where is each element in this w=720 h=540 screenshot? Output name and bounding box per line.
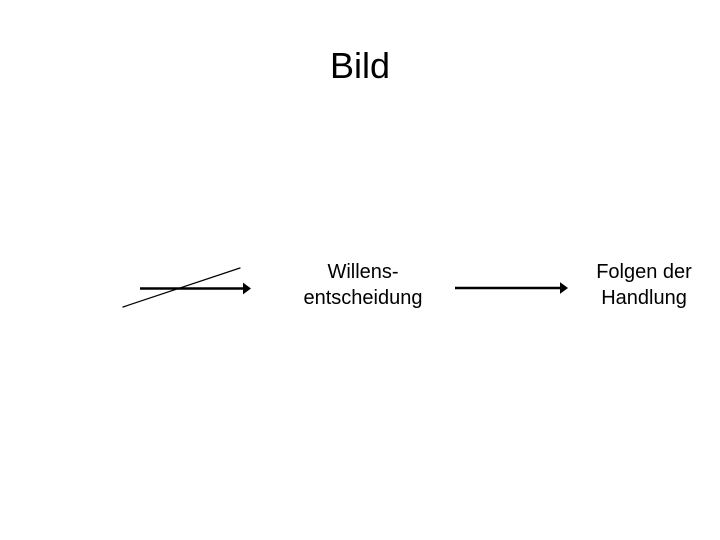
flow-node-folgen-der-handlung-line-1: Folgen der [596,261,692,283]
flow-node-willensentscheidung-line-2: entscheidung [303,287,423,309]
flow-node-willensentscheidung-line-1: Willens- [327,261,399,283]
arrow-right-icon [455,282,568,294]
connector-arrow-into-willensentscheidung[interactable] [112,258,262,318]
page-title: Bild [329,45,391,86]
flow-node-willensentscheidung: Willens- entscheidung [278,259,448,311]
arrow-right-icon [140,282,251,295]
flow-node-folgen-der-handlung: Folgen der Handlung [574,259,714,311]
flow-node-folgen-der-handlung-line-2: Handlung [601,287,687,309]
connector-arrow-willensentscheidung-to-folgen[interactable] [448,272,578,304]
